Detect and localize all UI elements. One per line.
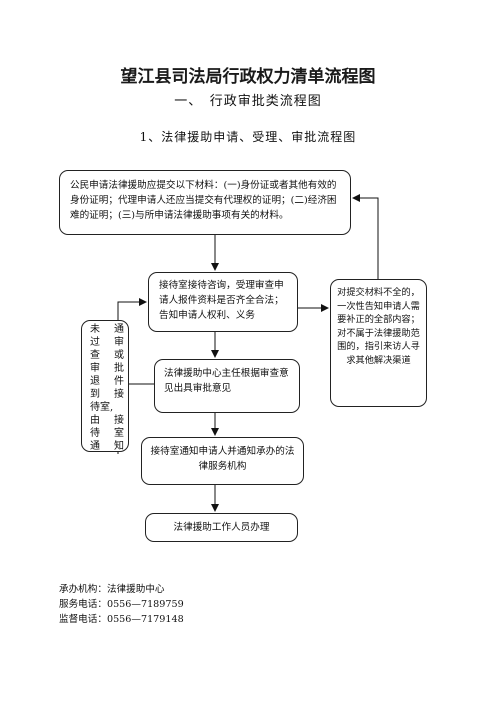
notify-applicant-box: 接待室通知申请人并通知承办的法律服务机构 xyxy=(141,437,304,485)
rejection-char: 批 xyxy=(114,363,124,374)
rejection-char: 接 xyxy=(114,415,124,426)
service-phone-line: 服务电话：0556—7189759 xyxy=(59,599,184,610)
reception-review-box: 接待室接待咨询，受理审查申请人报件资料是否齐全合法；告知申请人权利、义务 xyxy=(148,272,298,332)
rejection-return-box: 未 过 查 审 退 到 待室, 由 待 通 通 审 或 批 件 接 接 室 知 xyxy=(81,320,129,452)
rejection-char: 通 xyxy=(90,441,100,452)
arrow-side-to-submit xyxy=(352,194,379,279)
supervision-phone-line: 监督电话：0556—7179148 xyxy=(59,614,184,625)
rejection-char: 审 xyxy=(114,337,124,348)
rejection-char: 室 xyxy=(114,428,124,439)
rejection-char: 接 xyxy=(114,389,124,400)
contact-info: 承办机构：法律援助中心 服务电话：0556—7189759 监督电话：0556—… xyxy=(59,582,184,627)
section-heading: 一、 行政审批类流程图 xyxy=(174,94,322,109)
rejection-char: 由 xyxy=(90,415,100,426)
rejection-char: 退 xyxy=(90,376,100,387)
rejection-char: 知 xyxy=(114,441,124,452)
page-title: 望江县司法局行政权力清单流程图 xyxy=(120,67,376,87)
submit-materials-box: 公民申请法律援助应提交以下材料：(一)身份证或者其他有效的身份证明；代理申请人还… xyxy=(59,170,351,235)
rejection-char: 到 xyxy=(90,389,100,400)
rejection-char: 未 xyxy=(90,324,100,335)
subsection-heading: 1、法律援助申请、受理、审批流程图 xyxy=(139,130,357,144)
rejection-char: 查 xyxy=(90,350,100,361)
director-approval-box: 法律援助中心主任根据审查意见出具审批意见 xyxy=(154,359,300,413)
rejection-char: 通 xyxy=(114,324,124,335)
rejection-char: 待 xyxy=(90,428,100,439)
rejection-char: 待室, xyxy=(90,402,114,413)
arrow-left-to-reception xyxy=(117,298,147,320)
rejection-char: 审 xyxy=(90,363,100,374)
staff-handling-box: 法律援助工作人员办理 xyxy=(145,513,298,542)
rejection-char: 或 xyxy=(114,350,124,361)
agency-line: 承办机构：法律援助中心 xyxy=(59,584,165,595)
rejection-char: 过 xyxy=(90,337,100,348)
rejection-char: 件 xyxy=(114,376,124,387)
incomplete-materials-box: 对提交材料不全的，一次性告知申请人需要补正的全部内容；对不属于法律援助范围的，指… xyxy=(330,279,427,407)
